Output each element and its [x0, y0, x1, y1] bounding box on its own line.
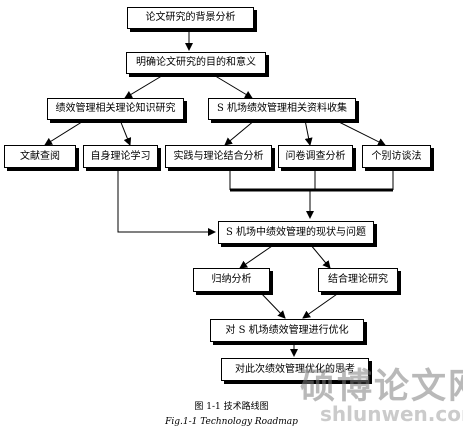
node-literature-review: 文献查阅	[4, 145, 76, 168]
arrow-purpose-to-materials	[211, 73, 253, 99]
node-survey-analysis: 问卷调查分析	[278, 145, 353, 168]
node-interview: 个别访谈法	[362, 145, 431, 168]
node-practice-analysis: 实践与理论结合分析	[165, 145, 272, 168]
arrow-induction-to-optimize	[259, 291, 286, 319]
arrow-theory-to-optimize	[302, 291, 341, 319]
node-optimization: 对 S 机场绩效管理进行优化	[210, 319, 364, 342]
watermark-text-cn: 硕博论文网	[300, 366, 463, 407]
arrow-materials-to-interview	[334, 119, 386, 146]
watermark: 硕博论文网 shlunwen.com	[300, 358, 463, 430]
figure-caption-cn: 图 1-1 技术路线图	[194, 402, 269, 412]
arrow-knowledge-to-literature	[44, 119, 86, 146]
watermark-text-en: shlunwen.com	[320, 402, 463, 426]
arrow-status-to-induction	[239, 243, 276, 269]
node-theory-combined: 结合理论研究	[318, 268, 398, 292]
arrow-materials-to-practice	[224, 119, 256, 146]
node-induction-analysis: 归纳分析	[193, 268, 270, 292]
node-background-analysis: 论文研究的背景分析	[127, 7, 254, 29]
figure-caption-en: Fig.1-1 Technology Roadmap	[165, 417, 298, 427]
node-theory-knowledge-research: 绩效管理相关理论知识研究	[47, 98, 184, 120]
node-summary-reflection: 对此次绩效管理优化的思考	[221, 358, 369, 381]
arrow-materials-to-survey	[304, 119, 313, 146]
arrow-purpose-to-knowledge	[124, 73, 166, 99]
arrow-knowledge-to-self-study	[119, 119, 132, 146]
node-purpose-significance: 明确论文研究的目的和意义	[126, 52, 266, 74]
node-status-problems: S 机场中绩效管理的现状与问题	[218, 221, 374, 244]
node-self-study: 自身理论学习	[83, 145, 158, 168]
node-materials-collection: S 机场绩效管理相关资料收集	[208, 98, 356, 120]
arrow-literature-to-status	[117, 168, 216, 236]
arrow-status-to-theory	[309, 243, 331, 269]
